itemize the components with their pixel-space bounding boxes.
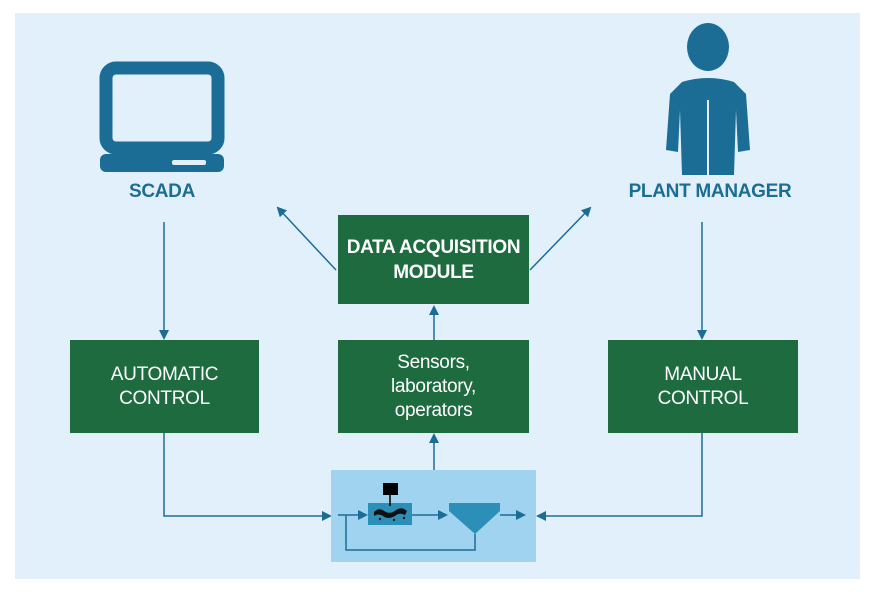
connectors [159,206,707,521]
automatic-control-line1: AUTOMATIC [110,363,219,385]
sensors-box: Sensors, laboratory, operators [338,340,529,433]
arrow-daq-to-manager [529,206,592,271]
manual-control-line1: MANUAL [664,363,742,385]
sensors-line2: laboratory, [390,375,477,397]
automatic-control-box: AUTOMATIC CONTROL [70,340,259,433]
arrow-daq-to-scada [276,206,337,271]
manual-control-line2: CONTROL [657,387,749,409]
arrow-automatic-to-process [163,433,332,521]
sensors-line1: Sensors, [397,351,470,373]
computer-monitor-icon [99,61,225,172]
automatic-control-line2: CONTROL [119,387,210,409]
plant-manager-label: PLANT MANAGER [628,181,792,202]
scada-label: SCADA [128,181,196,202]
data-acquisition-line1: DATA ACQUISITION [346,236,521,258]
arrow-manual-to-process [536,433,703,521]
person-icon [666,23,750,175]
treatment-process-icon [331,470,536,562]
data-acquisition-line2: MODULE [393,261,474,283]
data-acquisition-module-box: DATA ACQUISITION MODULE [338,215,529,304]
manual-control-box: MANUAL CONTROL [608,340,798,433]
sensors-line3: operators [394,399,473,421]
